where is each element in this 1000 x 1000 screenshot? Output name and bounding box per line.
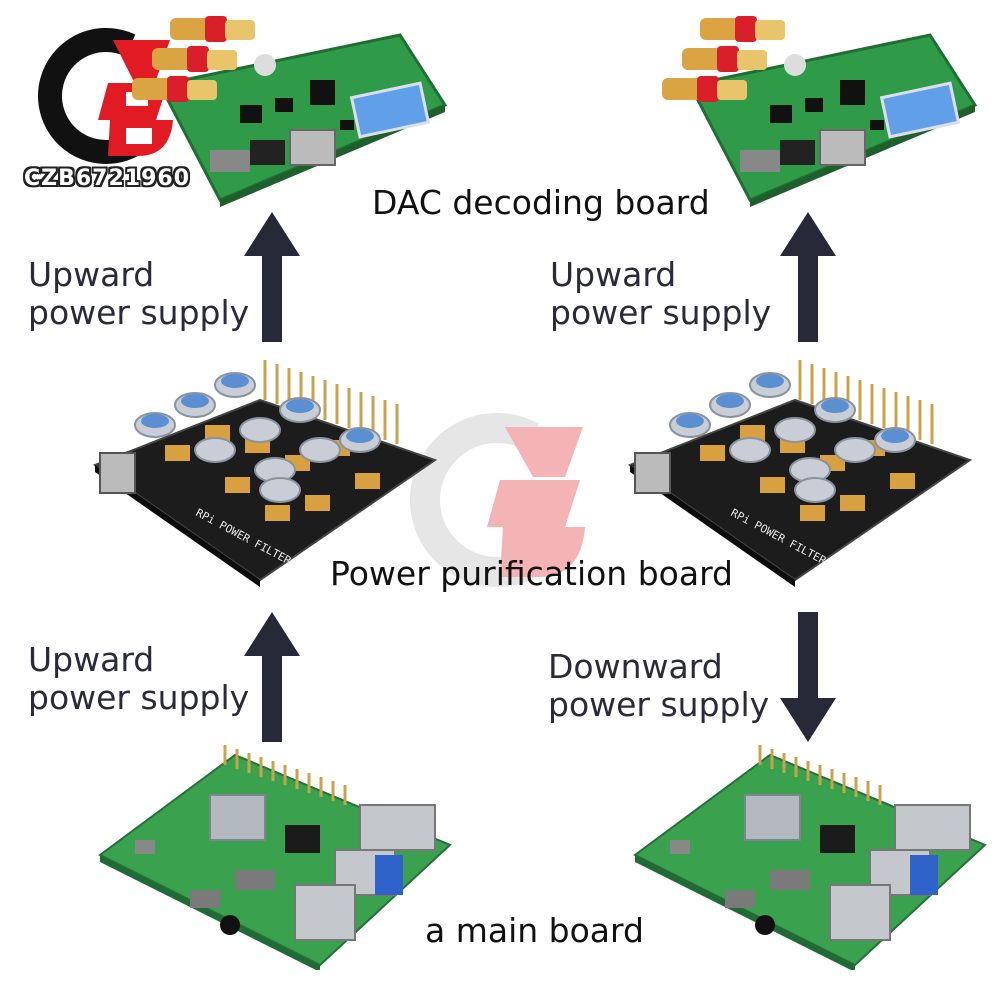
arrow-down-icon <box>780 612 836 742</box>
main-board-left <box>95 740 455 970</box>
main-board-right <box>630 740 990 970</box>
caption-power-board: Power purification board <box>330 554 734 593</box>
label-right-lower-line1: Downward <box>548 647 723 686</box>
arrow-up-icon <box>244 612 300 742</box>
watermark-logo <box>405 405 595 595</box>
label-right-lower-line2: power supply <box>548 685 770 724</box>
power-board-left: RPi POWER FILTER <box>85 355 440 590</box>
dac-board-right <box>630 10 980 210</box>
power-board-right: RPi POWER FILTER <box>620 355 975 590</box>
arrow-up-icon <box>244 212 300 342</box>
label-left-upper-line2: power supply <box>28 293 250 332</box>
label-right-upper-line1: Upward <box>550 255 677 294</box>
arrow-up-icon <box>780 212 836 342</box>
label-left-lower-line1: Upward <box>28 640 155 679</box>
label-left-lower-line2: power supply <box>28 678 250 717</box>
caption-main-board: a main board <box>425 911 644 950</box>
caption-dac-board: DAC decoding board <box>372 183 710 222</box>
label-right-upper-line2: power supply <box>550 293 772 332</box>
dac-board-left <box>100 10 450 210</box>
brand-text: CZB6721960 <box>24 166 191 191</box>
label-left-upper-line1: Upward <box>28 255 155 294</box>
